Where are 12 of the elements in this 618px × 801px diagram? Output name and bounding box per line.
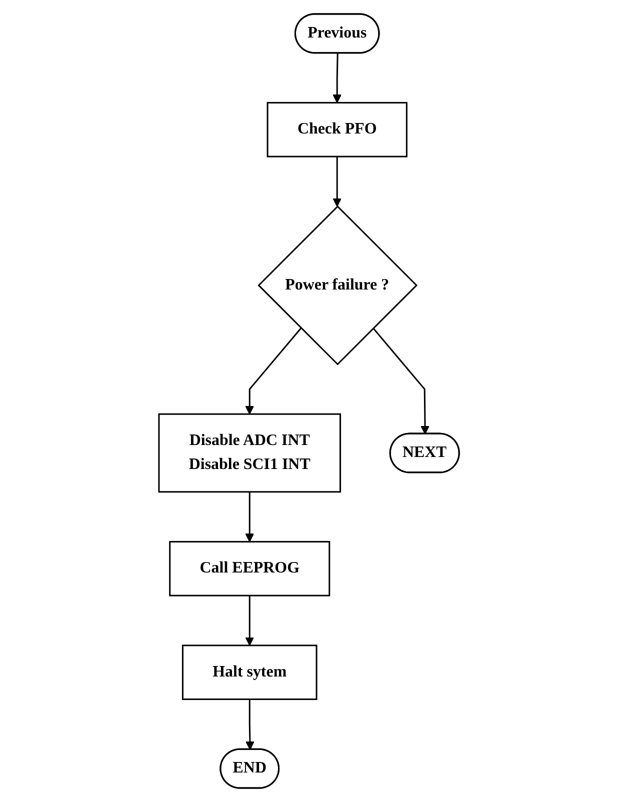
node-diamond: Power failure ? bbox=[258, 204, 418, 365]
arrow bbox=[332, 156, 342, 206]
arrow bbox=[246, 698, 254, 750]
node-box: Call EEPROG bbox=[169, 540, 330, 596]
node-box: Disable ADC INT Disable SCI1 INT bbox=[158, 412, 341, 492]
node-box: Halt sytem bbox=[182, 644, 318, 700]
arrow bbox=[245, 327, 302, 414]
arrow bbox=[245, 595, 254, 646]
arrow bbox=[332, 52, 342, 103]
arrow bbox=[372, 327, 430, 434]
arrow bbox=[245, 491, 254, 542]
node-box: Check PFO bbox=[266, 101, 408, 157]
